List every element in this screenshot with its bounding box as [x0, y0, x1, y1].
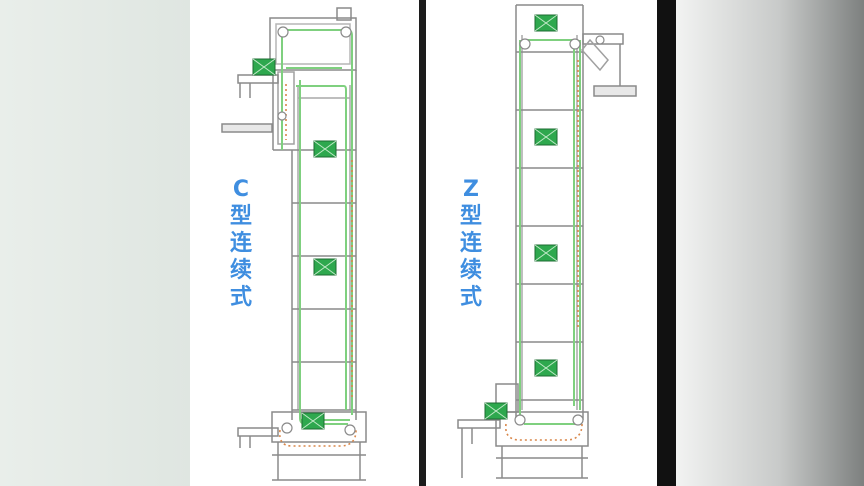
cargo-box-icon	[484, 402, 508, 420]
conveyor-roller-icon	[514, 35, 605, 426]
c-type-label-char: 续	[229, 258, 252, 283]
z-type-label-char: 连	[459, 231, 482, 256]
c-type-label-char: 型	[229, 204, 252, 229]
c-type-chain	[278, 84, 357, 447]
z-type-label: Z 型 连 续 式	[456, 176, 486, 311]
z-type-belt	[519, 39, 581, 425]
cargo-box-icon	[534, 244, 558, 262]
panel-c-type	[190, 0, 419, 486]
cargo-box-icon	[313, 258, 337, 276]
c-type-label: C 型 连 续 式	[226, 176, 256, 311]
c-type-label-char: C	[232, 177, 250, 202]
cargo-box-icon	[252, 58, 276, 76]
z-type-label-char: Z	[463, 177, 479, 202]
panel-divider	[419, 0, 426, 486]
cargo-box-icon	[301, 412, 325, 430]
panel-edge-dark	[657, 0, 676, 486]
cargo-box-icon	[534, 128, 558, 146]
panel-z-type	[426, 0, 657, 486]
z-type-label-char: 式	[459, 285, 482, 310]
z-type-elevator	[457, 4, 637, 479]
cargo-box-icon	[534, 359, 558, 377]
conveyor-roller-icon	[277, 26, 356, 436]
background-gradient-right	[676, 0, 864, 486]
z-type-chain	[504, 60, 583, 441]
z-type-label-char: 续	[459, 258, 482, 283]
c-type-label-char: 连	[229, 231, 252, 256]
z-type-label-char: 型	[459, 204, 482, 229]
c-type-label-char: 式	[229, 285, 252, 310]
cargo-box-icon	[313, 140, 337, 158]
cargo-box-icon	[534, 14, 558, 32]
